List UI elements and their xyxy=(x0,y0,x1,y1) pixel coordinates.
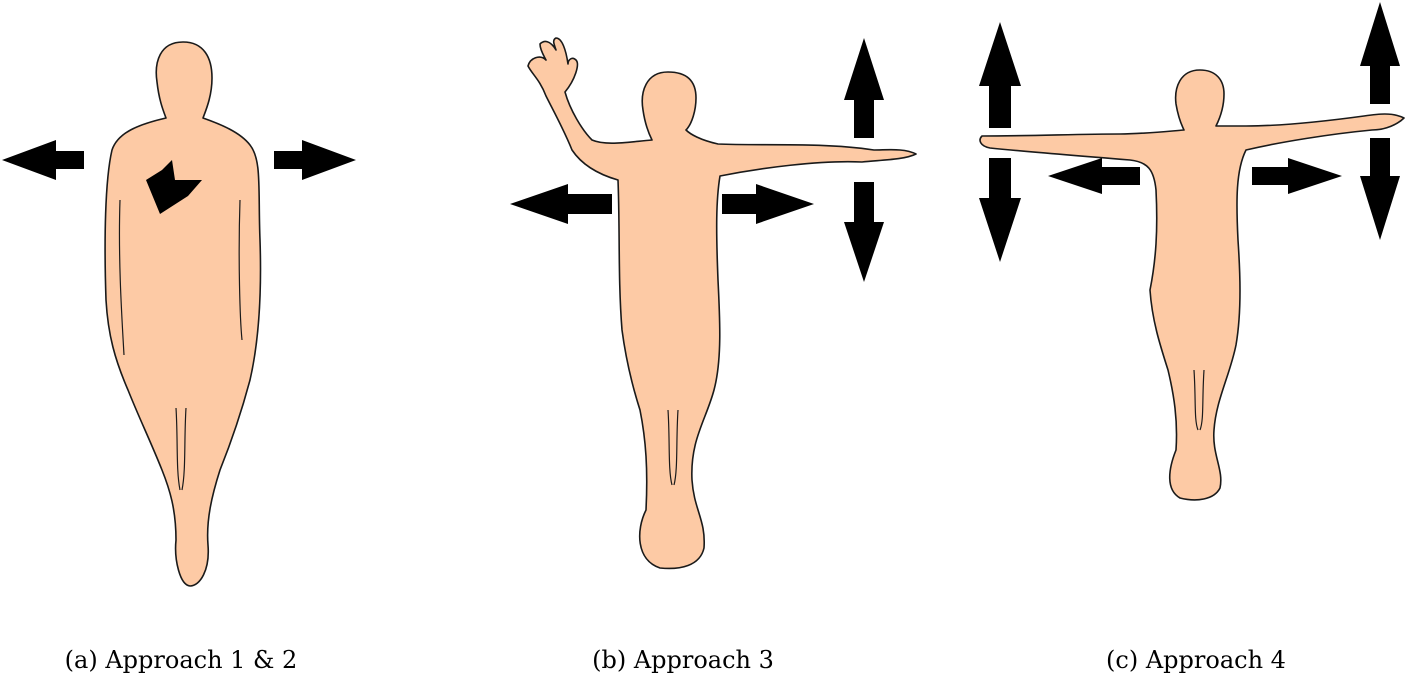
caption-panel-c: (c) Approach 4 xyxy=(1106,646,1286,674)
caption-panel-b: (b) Approach 3 xyxy=(592,646,774,674)
figure-a-body xyxy=(104,41,262,587)
arrow-left-icon xyxy=(2,140,84,180)
arrow-down-right-icon xyxy=(1360,138,1400,240)
figure-c-leg-gap xyxy=(1193,369,1205,431)
arrow-up-right-icon xyxy=(1360,2,1400,104)
arrow-left-icon xyxy=(1048,158,1140,194)
arrow-up-icon xyxy=(844,38,884,138)
caption-panel-a: (a) Approach 1 & 2 xyxy=(64,646,298,674)
figure-a-left-arm-line xyxy=(118,199,125,356)
figure-b-leg-gap xyxy=(667,409,679,486)
arrow-chest-diagonal-icon xyxy=(146,160,202,214)
panel-b xyxy=(510,37,917,570)
arrow-left-icon xyxy=(510,184,612,224)
panel-c xyxy=(979,2,1405,501)
panel-a xyxy=(2,41,356,587)
arrow-down-left-icon xyxy=(979,158,1021,262)
arrow-right-icon xyxy=(1252,158,1342,194)
arrow-right-icon xyxy=(274,140,356,180)
figure-a-leg-gap xyxy=(175,407,187,491)
figure-a-right-arm-line xyxy=(238,199,243,341)
arrow-right-icon xyxy=(722,184,814,224)
figure-b-body xyxy=(527,37,917,570)
arrow-down-icon xyxy=(844,182,884,282)
figure-c-body xyxy=(979,69,1405,501)
arrow-up-left-icon xyxy=(979,22,1021,128)
